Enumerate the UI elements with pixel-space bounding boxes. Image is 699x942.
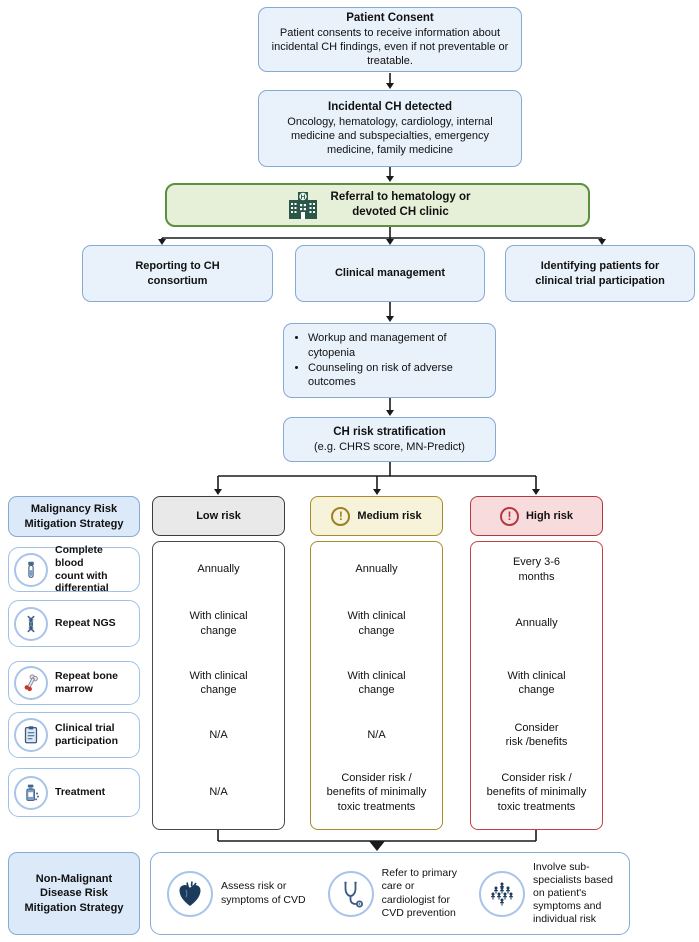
- svg-text:H: H: [300, 194, 305, 201]
- cell-treatment-high: Consider risk / benefits of minimally to…: [486, 772, 587, 813]
- people-icon: [479, 870, 526, 917]
- cvd-assess-item: Assess risk or symptoms of CVD: [167, 870, 306, 917]
- cell-trial-medium: N/A: [367, 728, 386, 741]
- cell-trial-low: N/A: [209, 728, 228, 741]
- hospital-icon: H: [285, 187, 321, 223]
- workup-bullet-list: Workup and management of cytopenia Couns…: [284, 330, 495, 390]
- sidebar-row-treatment: Treatment: [8, 768, 140, 817]
- warning-icon: !: [331, 506, 351, 526]
- sidebar-row-cbc: Complete blood count with differential: [8, 543, 140, 595]
- dna-icon: [14, 606, 48, 641]
- referral-label: Referral to hematology or devoted CH cli…: [330, 191, 471, 218]
- subspecialists-item: Involve sub- specialists based on patien…: [479, 861, 613, 927]
- branch-clinical-management-box: Clinical management: [295, 245, 485, 302]
- cell-bone-medium: With clinical change: [347, 669, 406, 696]
- cell-treatment-medium: Consider risk / benefits of minimally to…: [326, 772, 427, 813]
- medium-risk-column-body: [310, 541, 443, 830]
- cell-ngs-medium: With clinical change: [347, 610, 406, 637]
- high-risk-column-body: [470, 541, 603, 830]
- cell-cbc-high: Every 3-6 months: [512, 556, 561, 583]
- sidebar-label-bone-marrow: Repeat bone marrow: [55, 670, 119, 695]
- patient-consent-body: Patient consents to receive information …: [271, 26, 509, 68]
- medium-risk-label: Medium risk: [357, 510, 422, 522]
- cvd-refer-item: Refer to primary care or cardiologist fo…: [327, 867, 457, 920]
- non-malignant-box: Assess risk or symptoms of CVD Refer to …: [150, 852, 630, 935]
- high-risk-header: ! High risk: [470, 496, 603, 536]
- cvd-assess-label: Assess risk or symptoms of CVD: [221, 880, 306, 906]
- clipboard-icon: [14, 718, 48, 752]
- bone-icon: [14, 666, 48, 700]
- cell-cbc-low: Annually: [197, 563, 240, 576]
- incidental-ch-body: Oncology, hematology, cardiology, intern…: [287, 115, 493, 156]
- stratification-box: CH risk stratification (e.g. CHRS score,…: [283, 417, 496, 462]
- cell-bone-low: With clinical change: [189, 669, 248, 696]
- low-risk-label: Low risk: [196, 510, 241, 522]
- incidental-ch-title: Incidental CH detected: [328, 100, 452, 113]
- sidebar-row-bone-marrow: Repeat bone marrow: [8, 661, 140, 705]
- malignancy-strategy-title: Malignancy Risk Mitigation Strategy: [8, 496, 140, 537]
- medium-risk-header: ! Medium risk: [310, 496, 443, 536]
- sidebar-row-clinical-trial: Clinical trial participation: [8, 712, 140, 758]
- incidental-ch-box: Incidental CH detected Oncology, hematol…: [258, 90, 522, 167]
- medicine-bottle-icon: [14, 775, 48, 810]
- workup-box: Workup and management of cytopenia Couns…: [283, 323, 496, 398]
- low-risk-header: Low risk: [152, 496, 285, 536]
- cell-treatment-low: N/A: [209, 786, 228, 799]
- stethoscope-icon: [327, 870, 374, 917]
- sidebar-label-treatment: Treatment: [55, 786, 106, 799]
- subspecialists-label: Involve sub- specialists based on patien…: [533, 860, 613, 926]
- stratification-title: CH risk stratification: [333, 425, 446, 438]
- sidebar-label-cbc: Complete blood count with differential: [55, 543, 109, 595]
- cell-trial-high: Consider risk /benefits: [505, 721, 568, 748]
- cell-bone-high: With clinical change: [507, 669, 566, 696]
- stratification-subtitle: (e.g. CHRS score, MN-Predict): [314, 440, 465, 453]
- heart-icon: [167, 870, 213, 917]
- sidebar-row-ngs: Repeat NGS: [8, 600, 140, 647]
- non-malignant-strategy-title: Non-Malignant Disease Risk Mitigation St…: [8, 852, 140, 935]
- sidebar-label-clinical-trial: Clinical trial participation: [55, 722, 119, 747]
- blood-tube-icon: [14, 552, 48, 587]
- low-risk-column-body: [152, 541, 285, 830]
- sidebar-label-ngs: Repeat NGS: [55, 617, 116, 630]
- cell-cbc-medium: Annually: [355, 563, 398, 576]
- cell-ngs-high: Annually: [515, 617, 558, 630]
- patient-consent-box: Patient Consent Patient consents to rece…: [258, 7, 522, 72]
- warning-icon: !: [499, 506, 519, 526]
- branch-clinical-trial-box: Identifying patients for clinical trial …: [505, 245, 695, 302]
- branch-reporting-box: Reporting to CH consortium: [82, 245, 273, 302]
- cvd-refer-label: Refer to primary care or cardiologist fo…: [381, 867, 457, 919]
- cell-ngs-low: With clinical change: [189, 610, 248, 637]
- workup-bullet: Counseling on risk of adverse outcomes: [308, 361, 495, 390]
- workup-bullet: Workup and management of cytopenia: [308, 331, 495, 360]
- referral-box: H Referral to hematology or devoted CH c…: [165, 183, 590, 227]
- high-risk-label: High risk: [525, 510, 574, 522]
- patient-consent-title: Patient Consent: [346, 11, 434, 24]
